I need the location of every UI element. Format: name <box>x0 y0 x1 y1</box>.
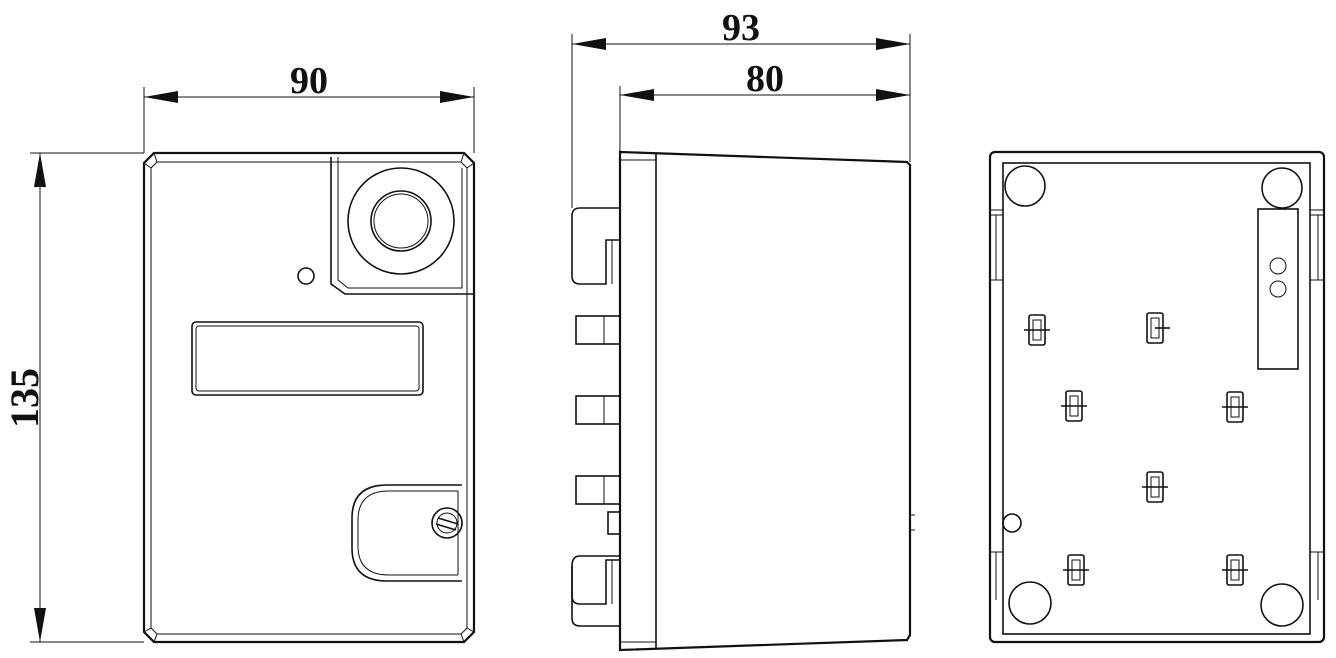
side-body-outline <box>618 150 912 652</box>
front-outer-outline <box>142 151 476 644</box>
base-pin <box>1142 471 1168 503</box>
front-view: 90 135 <box>2 60 476 644</box>
base-view <box>988 150 1326 644</box>
reset-button-outer-ring <box>347 167 455 275</box>
cover-flap <box>351 484 462 582</box>
fixing-screw <box>431 507 463 539</box>
mount-hole-bottom-right <box>1260 583 1304 627</box>
side-pin-2 <box>575 395 621 425</box>
base-inner-outline <box>1002 162 1311 635</box>
indicator-lamp <box>297 267 315 285</box>
mount-hole-top-left <box>1004 165 1046 207</box>
display-window <box>191 321 424 396</box>
upper-latch <box>571 207 620 285</box>
base-pin <box>1146 312 1170 344</box>
side-pin-3 <box>575 475 621 505</box>
locating-hole <box>1002 513 1022 533</box>
mount-hole-bottom-left <box>1008 581 1052 625</box>
lower-latch <box>571 555 620 605</box>
reset-button-housing <box>330 157 474 295</box>
base-pin <box>1061 390 1087 422</box>
terminal-strip <box>1257 208 1299 370</box>
side-pin-1 <box>575 315 621 345</box>
base-pin <box>1024 314 1050 346</box>
dimension-width: 90 <box>143 60 475 153</box>
dimension-height-label: 135 <box>2 368 47 428</box>
base-pin <box>1222 554 1248 586</box>
dimension-total-depth: 93 <box>571 7 911 208</box>
base-pin <box>1222 391 1248 423</box>
front-inner-outline <box>150 161 468 635</box>
base-outer-outline <box>988 150 1326 644</box>
dimension-width-label: 90 <box>290 60 328 102</box>
dimension-total-depth-label: 93 <box>722 7 760 49</box>
base-pin <box>1063 554 1089 586</box>
dimension-body-depth: 80 <box>619 58 911 152</box>
side-tab <box>607 511 621 535</box>
mount-hole-top-right <box>1261 167 1303 209</box>
side-view: 93 80 <box>571 7 915 652</box>
reset-button <box>370 190 432 252</box>
dimension-height: 135 <box>2 152 144 643</box>
dimension-body-depth-label: 80 <box>746 58 784 100</box>
